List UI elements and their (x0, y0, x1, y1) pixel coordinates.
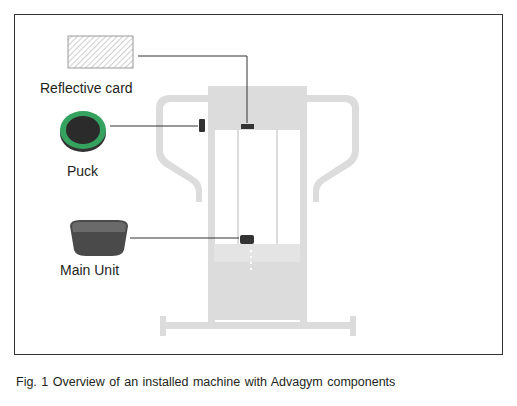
mounted-reflective-card (241, 124, 254, 129)
gym-machine (156, 86, 359, 336)
part-label: Puck (67, 163, 98, 180)
main-unit-icon (70, 220, 128, 256)
puck-icon (60, 111, 106, 152)
mounted-puck (199, 119, 205, 132)
main-unit-top (72, 222, 126, 232)
reflective-card-icon (68, 36, 133, 68)
part-label: Main Unit (60, 262, 119, 279)
part-label: Reflective card (40, 80, 133, 97)
stack-pin-dots (250, 250, 252, 270)
mounted-main-unit (240, 235, 254, 244)
figure-caption: Fig. 1 Overview of an installed machine … (16, 374, 395, 390)
frame-border (15, 15, 503, 355)
